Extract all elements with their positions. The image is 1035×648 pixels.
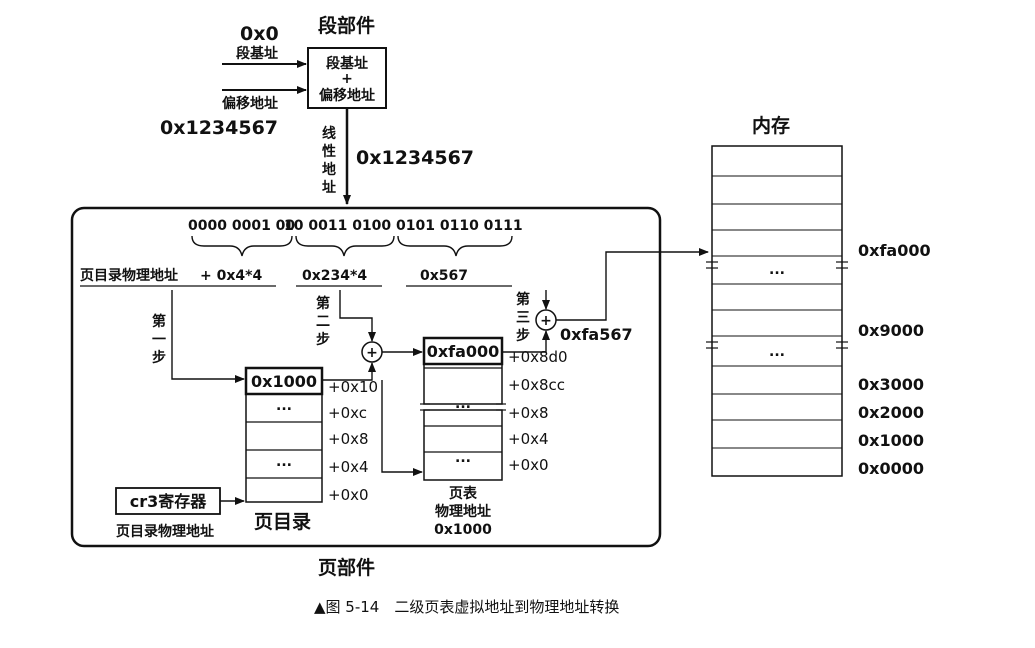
table-offset-0: +0x8d0 xyxy=(508,348,568,366)
brace-dir-index xyxy=(191,235,293,257)
table-cell-0: 0xfa000 xyxy=(427,342,500,361)
memory-addr-5: 0x0000 xyxy=(858,459,924,478)
segment-box-line1: 段基址 xyxy=(326,55,368,72)
segment-base-label: 段基址 xyxy=(236,45,278,62)
step2-char-2: 二 xyxy=(316,314,330,330)
memory-addr-2: 0x3000 xyxy=(858,375,924,394)
table-entry-to-final-adder xyxy=(502,330,550,353)
result-address: 0xfa567 xyxy=(560,325,633,344)
dir-offset-0: +0x10 xyxy=(328,378,378,396)
linear-label-char-1: 线 xyxy=(322,125,336,142)
memory-ellipsis-2: ... xyxy=(769,344,785,360)
segment-unit-title: 段部件 xyxy=(318,14,375,37)
cr3-caption: 页目录物理地址 xyxy=(116,523,214,540)
segment-unit: 段部件 0x0 段基址 偏移地址 0x1234567 段基址 + 偏移地址 线 … xyxy=(160,14,474,205)
offset-label: 偏移地址 xyxy=(222,95,278,112)
linear-address-value: 0x1234567 xyxy=(356,147,474,169)
dir-cell-0: 0x1000 xyxy=(251,372,317,391)
page-table-entry-highlight xyxy=(422,336,504,366)
dir-offset-4: +0x0 xyxy=(328,486,369,504)
segment-base-value: 0x0 xyxy=(240,23,279,45)
cr3-label: cr3寄存器 xyxy=(130,492,208,511)
bits-group-1: 0000 0001 00 xyxy=(188,218,295,234)
step2-arrow xyxy=(339,290,376,342)
page-directory-title: 页目录 xyxy=(254,511,311,533)
step1-char-2: 一 xyxy=(152,332,166,348)
table-cell-2: ... xyxy=(455,396,471,412)
result-to-memory-arrow xyxy=(556,248,709,321)
segment-box-line2: + xyxy=(341,71,353,87)
table-cell-4: ... xyxy=(455,450,471,466)
step1-char-3: 步 xyxy=(152,349,166,366)
step2-char-3: 步 xyxy=(316,331,330,348)
bits-group-2: 10 0011 0100 xyxy=(284,218,391,234)
cr3-register: cr3寄存器 页目录物理地址 xyxy=(115,487,245,540)
table-offset-4: +0x0 xyxy=(508,456,549,474)
page-directory-entry-highlight xyxy=(244,366,324,396)
step1-arrow xyxy=(171,290,245,383)
memory-addr-3: 0x2000 xyxy=(858,403,924,422)
dir-calc-left: 页目录物理地址 xyxy=(80,267,178,284)
segment-box-line3: 偏移地址 xyxy=(319,87,375,104)
memory-addr-4: 0x1000 xyxy=(858,431,924,450)
dir-offset-3: +0x4 xyxy=(328,458,369,476)
dir-entry-to-table-base xyxy=(381,380,423,476)
memory-break-marks xyxy=(706,261,848,349)
brace-offset xyxy=(397,235,513,257)
table-offset-2: +0x8 xyxy=(508,404,549,422)
dir-offset-1: +0xc xyxy=(328,404,367,422)
dir-cell-3: ... xyxy=(276,454,292,470)
dir-cell-1: ... xyxy=(276,398,292,414)
page-table-caption-3: 0x1000 xyxy=(434,522,492,538)
linear-label-char-4: 址 xyxy=(322,179,336,196)
page-table-bottom-body xyxy=(423,409,503,481)
page-unit: 页部件 0000 0001 00 10 0011 0100 0101 0110 … xyxy=(70,206,709,579)
page-table-caption-2: 物理地址 xyxy=(435,503,491,520)
table-offset-1: +0x8cc xyxy=(508,376,565,394)
step3-char-2: 三 xyxy=(516,310,530,326)
dir-offset-2: +0x8 xyxy=(328,430,369,448)
page-unit-frame xyxy=(70,206,662,548)
offset-calc: 0x567 xyxy=(420,268,468,284)
step1-char-1: 第 xyxy=(152,313,166,330)
page-table-caption-1: 页表 xyxy=(449,485,478,502)
linear-label-char-2: 性 xyxy=(322,143,336,160)
page-directory: 0x1000 ... ... +0x10 +0xc +0x8 +0x4 +0x0… xyxy=(244,366,378,533)
step2-char-1: 第 xyxy=(316,295,330,312)
adder-final-plus: + xyxy=(540,313,552,329)
memory-body xyxy=(711,145,843,477)
memory-addr-1: 0x9000 xyxy=(858,321,924,340)
memory-title: 内存 xyxy=(752,114,790,137)
page-table: 0xfa000 ... ... +0x8d0 +0x8cc +0x8 +0x4 … xyxy=(420,336,568,538)
adder-table-plus: + xyxy=(366,345,378,361)
step3-char-3: 步 xyxy=(516,327,530,344)
memory-rows xyxy=(712,175,842,449)
memory-addr-0: 0xfa000 xyxy=(858,241,931,260)
step3-char-1: 第 xyxy=(516,291,530,308)
dir-entry-to-adder xyxy=(322,362,376,381)
memory: 内存 ... ... 0xfa000 0x9000 0x3000 0x2000 … xyxy=(706,114,931,478)
linear-label-char-3: 地 xyxy=(322,161,336,178)
table-offset-3: +0x4 xyxy=(508,430,549,448)
brace-table-index xyxy=(295,235,395,257)
bits-group-3: 0101 0110 0111 xyxy=(396,218,523,234)
offset-value: 0x1234567 xyxy=(160,117,278,139)
figure-caption: ▲图 5-14 二级页表虚拟地址到物理地址转换 xyxy=(314,598,619,616)
dir-calc-right: + 0x4*4 xyxy=(200,268,262,284)
table-calc: 0x234*4 xyxy=(302,268,367,284)
memory-ellipsis-1: ... xyxy=(769,262,785,278)
page-unit-title: 页部件 xyxy=(318,556,375,579)
